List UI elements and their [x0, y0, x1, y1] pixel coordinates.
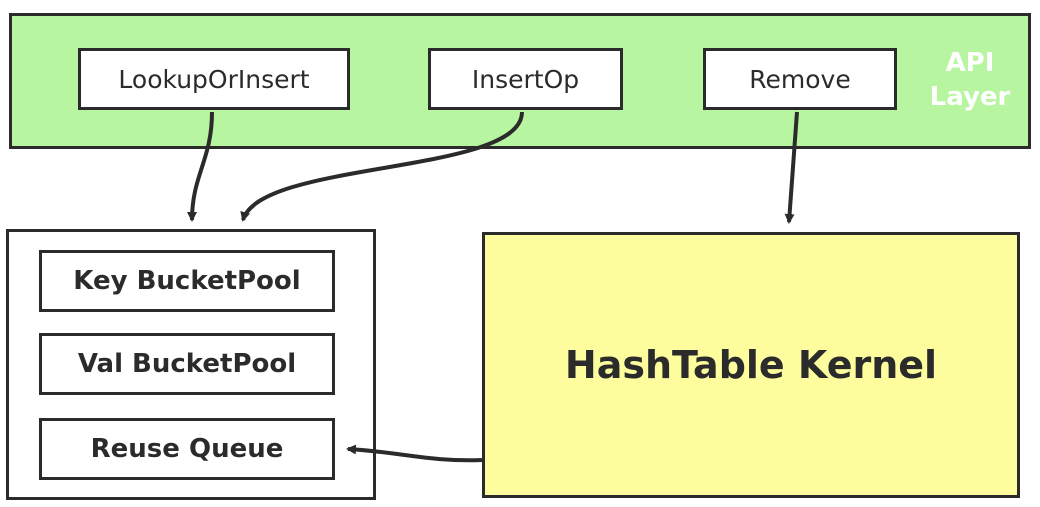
insert-op-label: InsertOp — [471, 64, 580, 94]
key-bucket-pool-label: Key BucketPool — [73, 266, 301, 296]
remove-label: Remove — [749, 64, 851, 94]
lookup-or-insert-node: LookupOrInsert — [78, 48, 350, 110]
hashtable-kernel-label: HashTable Kernel — [564, 343, 938, 387]
insert-op-node: InsertOp — [428, 48, 623, 110]
key-bucket-pool-node: Key BucketPool — [39, 250, 335, 312]
lookup-or-insert-label: LookupOrInsert — [118, 64, 310, 94]
val-bucket-pool-label: Val BucketPool — [77, 349, 297, 379]
remove-node: Remove — [703, 48, 897, 110]
api-layer-label-line1: API — [945, 48, 995, 78]
api-layer-label-line2: Layer — [929, 82, 1011, 112]
reuse-queue-node: Reuse Queue — [39, 418, 335, 480]
hashtable-kernel-node: HashTable Kernel — [482, 232, 1020, 498]
api-layer-label: API Layer — [922, 46, 1018, 114]
reuse-queue-label: Reuse Queue — [90, 434, 284, 464]
val-bucket-pool-node: Val BucketPool — [39, 333, 335, 395]
